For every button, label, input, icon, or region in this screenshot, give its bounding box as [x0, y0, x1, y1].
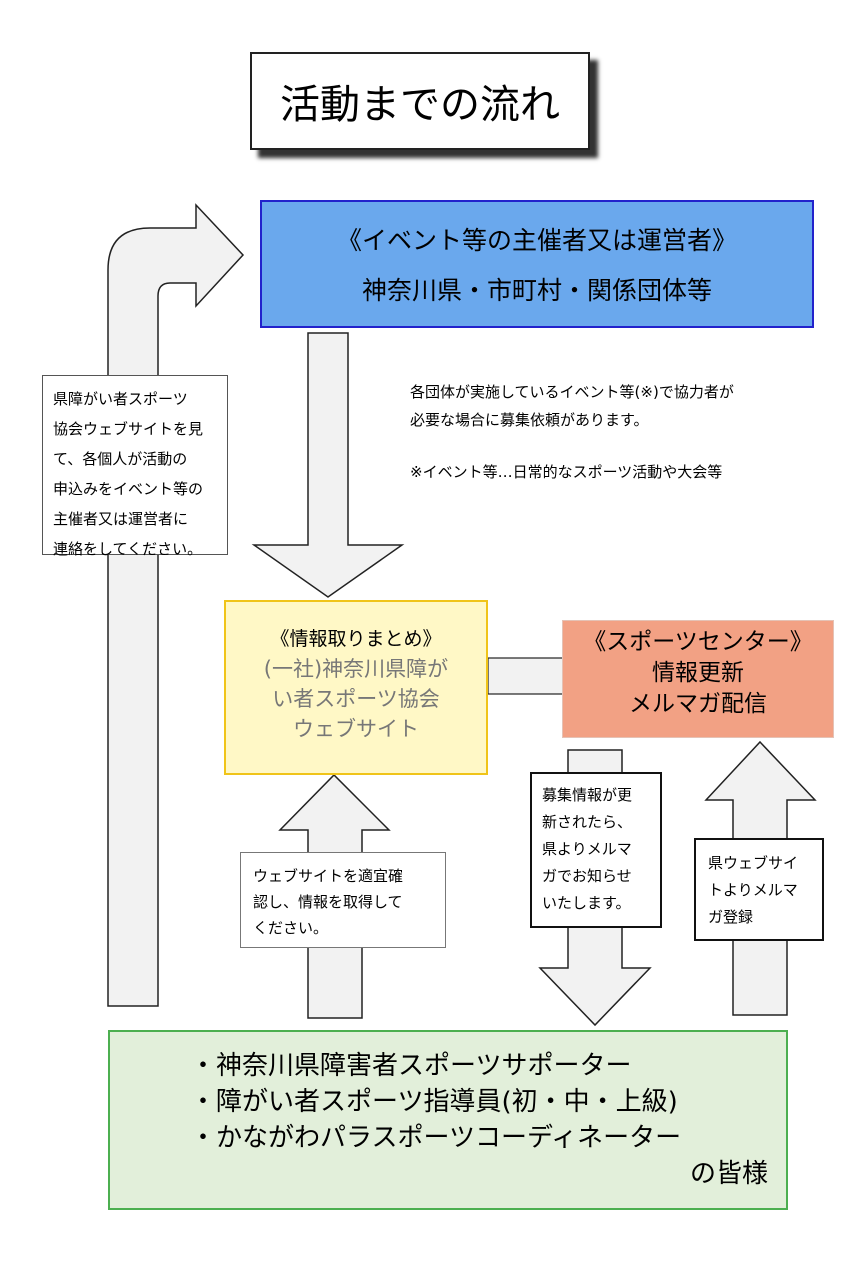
return-bent-arrow: [107, 203, 245, 1007]
organizer-note: 各団体が実施しているイベント等(※)で協力者が 必要な場合に募集依頼があります。…: [410, 378, 830, 486]
note-line: ウェブサイトを適宜確: [253, 867, 404, 885]
info-line: ウェブサイト: [293, 717, 419, 741]
info-line: い者スポーツ協会: [272, 687, 440, 711]
mail-register-note: 県ウェブサイ トよりメルマ ガ登録: [694, 838, 824, 941]
organizer-note-footnote: ※イベント等…日常的なスポーツ活動や大会等: [410, 463, 723, 481]
info-line: (一社)神奈川県障が: [263, 657, 449, 681]
note-line: 県ウェブサイ: [708, 854, 799, 872]
note-line: ください。: [253, 919, 329, 937]
note-line: 協会ウェブサイトを見: [53, 420, 204, 438]
organizer-box: 《イベント等の主催者又は運営者》 神奈川県・市町村・関係団体等: [260, 200, 814, 328]
website-check-note: ウェブサイトを適宜確 認し、情報を取得して ください。: [240, 852, 446, 948]
down-arrow-organizer-to-info: [251, 332, 405, 598]
member-group: ・障がい者スポーツ指導員(初・中・上級): [190, 1087, 678, 1117]
member-group: ・神奈川県障害者スポーツサポーター: [190, 1051, 632, 1081]
sports-center-line: メルマガ配信: [629, 691, 767, 717]
organizer-note-line: 必要な場合に募集依頼があります。: [410, 411, 649, 429]
page-title: 活動までの流れ: [250, 52, 590, 150]
sports-center-box: 《スポーツセンター》 情報更新 メルマガ配信: [562, 620, 834, 738]
info-aggregation-box: 《情報取りまとめ》 (一社)神奈川県障が い者スポーツ協会 ウェブサイト: [224, 600, 488, 775]
note-line: 県よりメルマ: [542, 840, 632, 858]
connector-info-sportscenter: [487, 657, 564, 695]
info-heading: 《情報取りまとめ》: [270, 628, 442, 650]
note-line: て、各個人が活動の: [53, 450, 188, 468]
members-suffix: の皆様: [689, 1159, 768, 1189]
organizer-heading: 《イベント等の主催者又は運営者》: [336, 226, 737, 255]
members-box: ・神奈川県障害者スポーツサポーター ・障がい者スポーツ指導員(初・中・上級) ・…: [108, 1030, 788, 1210]
organizer-note-line: 各団体が実施しているイベント等(※)で協力者が: [410, 383, 734, 401]
member-group: ・かながわパラスポーツコーディネーター: [190, 1123, 682, 1153]
note-line: 申込みをイベント等の: [53, 480, 204, 498]
note-line: 連絡をしてください。: [53, 540, 203, 558]
sports-center-heading: 《スポーツセンター》: [583, 629, 813, 655]
mail-notice-note: 募集情報が更 新されたら、 県よりメルマ ガでお知らせ いたします。: [530, 772, 662, 928]
note-line: 新されたら、: [542, 813, 633, 831]
organizer-members: 神奈川県・市町村・関係団体等: [361, 276, 712, 305]
note-line: トよりメルマ: [708, 881, 798, 899]
note-line: ガ登録: [708, 908, 754, 926]
note-line: 県障がい者スポーツ: [53, 390, 188, 408]
note-line: 募集情報が更: [542, 786, 633, 804]
note-line: 主催者又は運営者に: [53, 510, 189, 528]
application-note: 県障がい者スポーツ 協会ウェブサイトを見 て、各個人が活動の 申込みをイベント等…: [42, 375, 228, 558]
note-line: 認し、情報を取得して: [253, 893, 403, 911]
note-line: いたします。: [542, 894, 631, 912]
sports-center-line: 情報更新: [652, 660, 744, 686]
note-line: ガでお知らせ: [542, 867, 632, 885]
